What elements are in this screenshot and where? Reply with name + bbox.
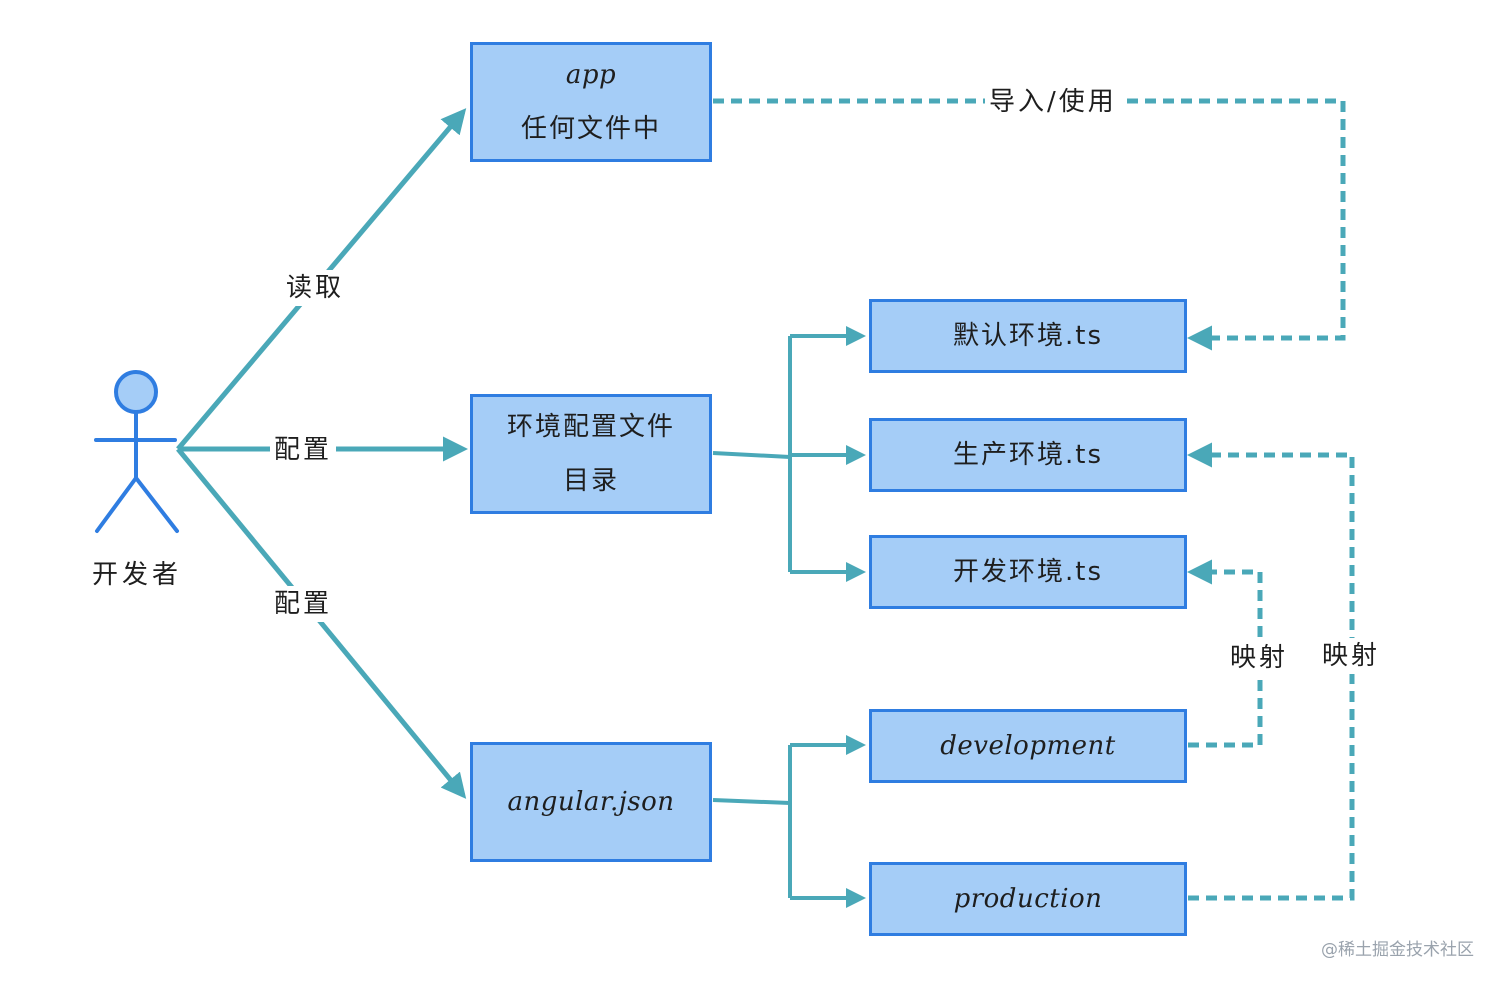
node-development-label: development <box>940 731 1116 761</box>
node-env-dir: 环境配置文件 目录 <box>470 394 712 514</box>
watermark: @稀土掘金技术社区 <box>1321 940 1474 960</box>
node-dev-env-label: 开发环境.ts <box>952 557 1103 587</box>
edge-label-configure-angular: 配置 <box>270 586 337 622</box>
node-app-line2: 任何文件中 <box>520 114 661 144</box>
edge-label-import-use: 导入/使用 <box>985 84 1121 120</box>
node-development: development <box>869 709 1187 783</box>
env-dir-branch-arrows <box>712 326 866 582</box>
node-production-label: production <box>953 884 1103 914</box>
edge-label-map-dev: 映射 <box>1226 640 1293 676</box>
edge-label-read: 读取 <box>282 270 349 306</box>
node-default-env-label: 默认环境.ts <box>952 321 1103 351</box>
edge-label-map-prod: 映射 <box>1318 638 1385 674</box>
node-dev-env: 开发环境.ts <box>869 535 1187 609</box>
developer-actor-icon <box>94 370 179 533</box>
node-env-dir-line1: 环境配置文件 <box>506 412 675 442</box>
node-prod-env: 生产环境.ts <box>869 418 1187 492</box>
edge-map-prod-dashed <box>1187 442 1355 901</box>
edge-configure-angular-arrow <box>176 447 467 799</box>
node-production: production <box>869 862 1187 936</box>
node-prod-env-label: 生产环境.ts <box>952 440 1103 470</box>
node-angular-json: angular.json <box>470 742 712 862</box>
edge-label-configure-env: 配置 <box>270 432 337 468</box>
angular-branch-arrows <box>712 735 866 908</box>
node-default-env: 默认环境.ts <box>869 299 1187 373</box>
node-app: app 任何文件中 <box>470 42 712 162</box>
actor-label: 开发者 <box>92 560 183 590</box>
edge-map-dev-dashed <box>1187 559 1263 748</box>
node-angular-json-label: angular.json <box>507 787 675 817</box>
node-app-line1: app <box>565 60 617 90</box>
node-env-dir-line2: 目录 <box>562 466 619 496</box>
